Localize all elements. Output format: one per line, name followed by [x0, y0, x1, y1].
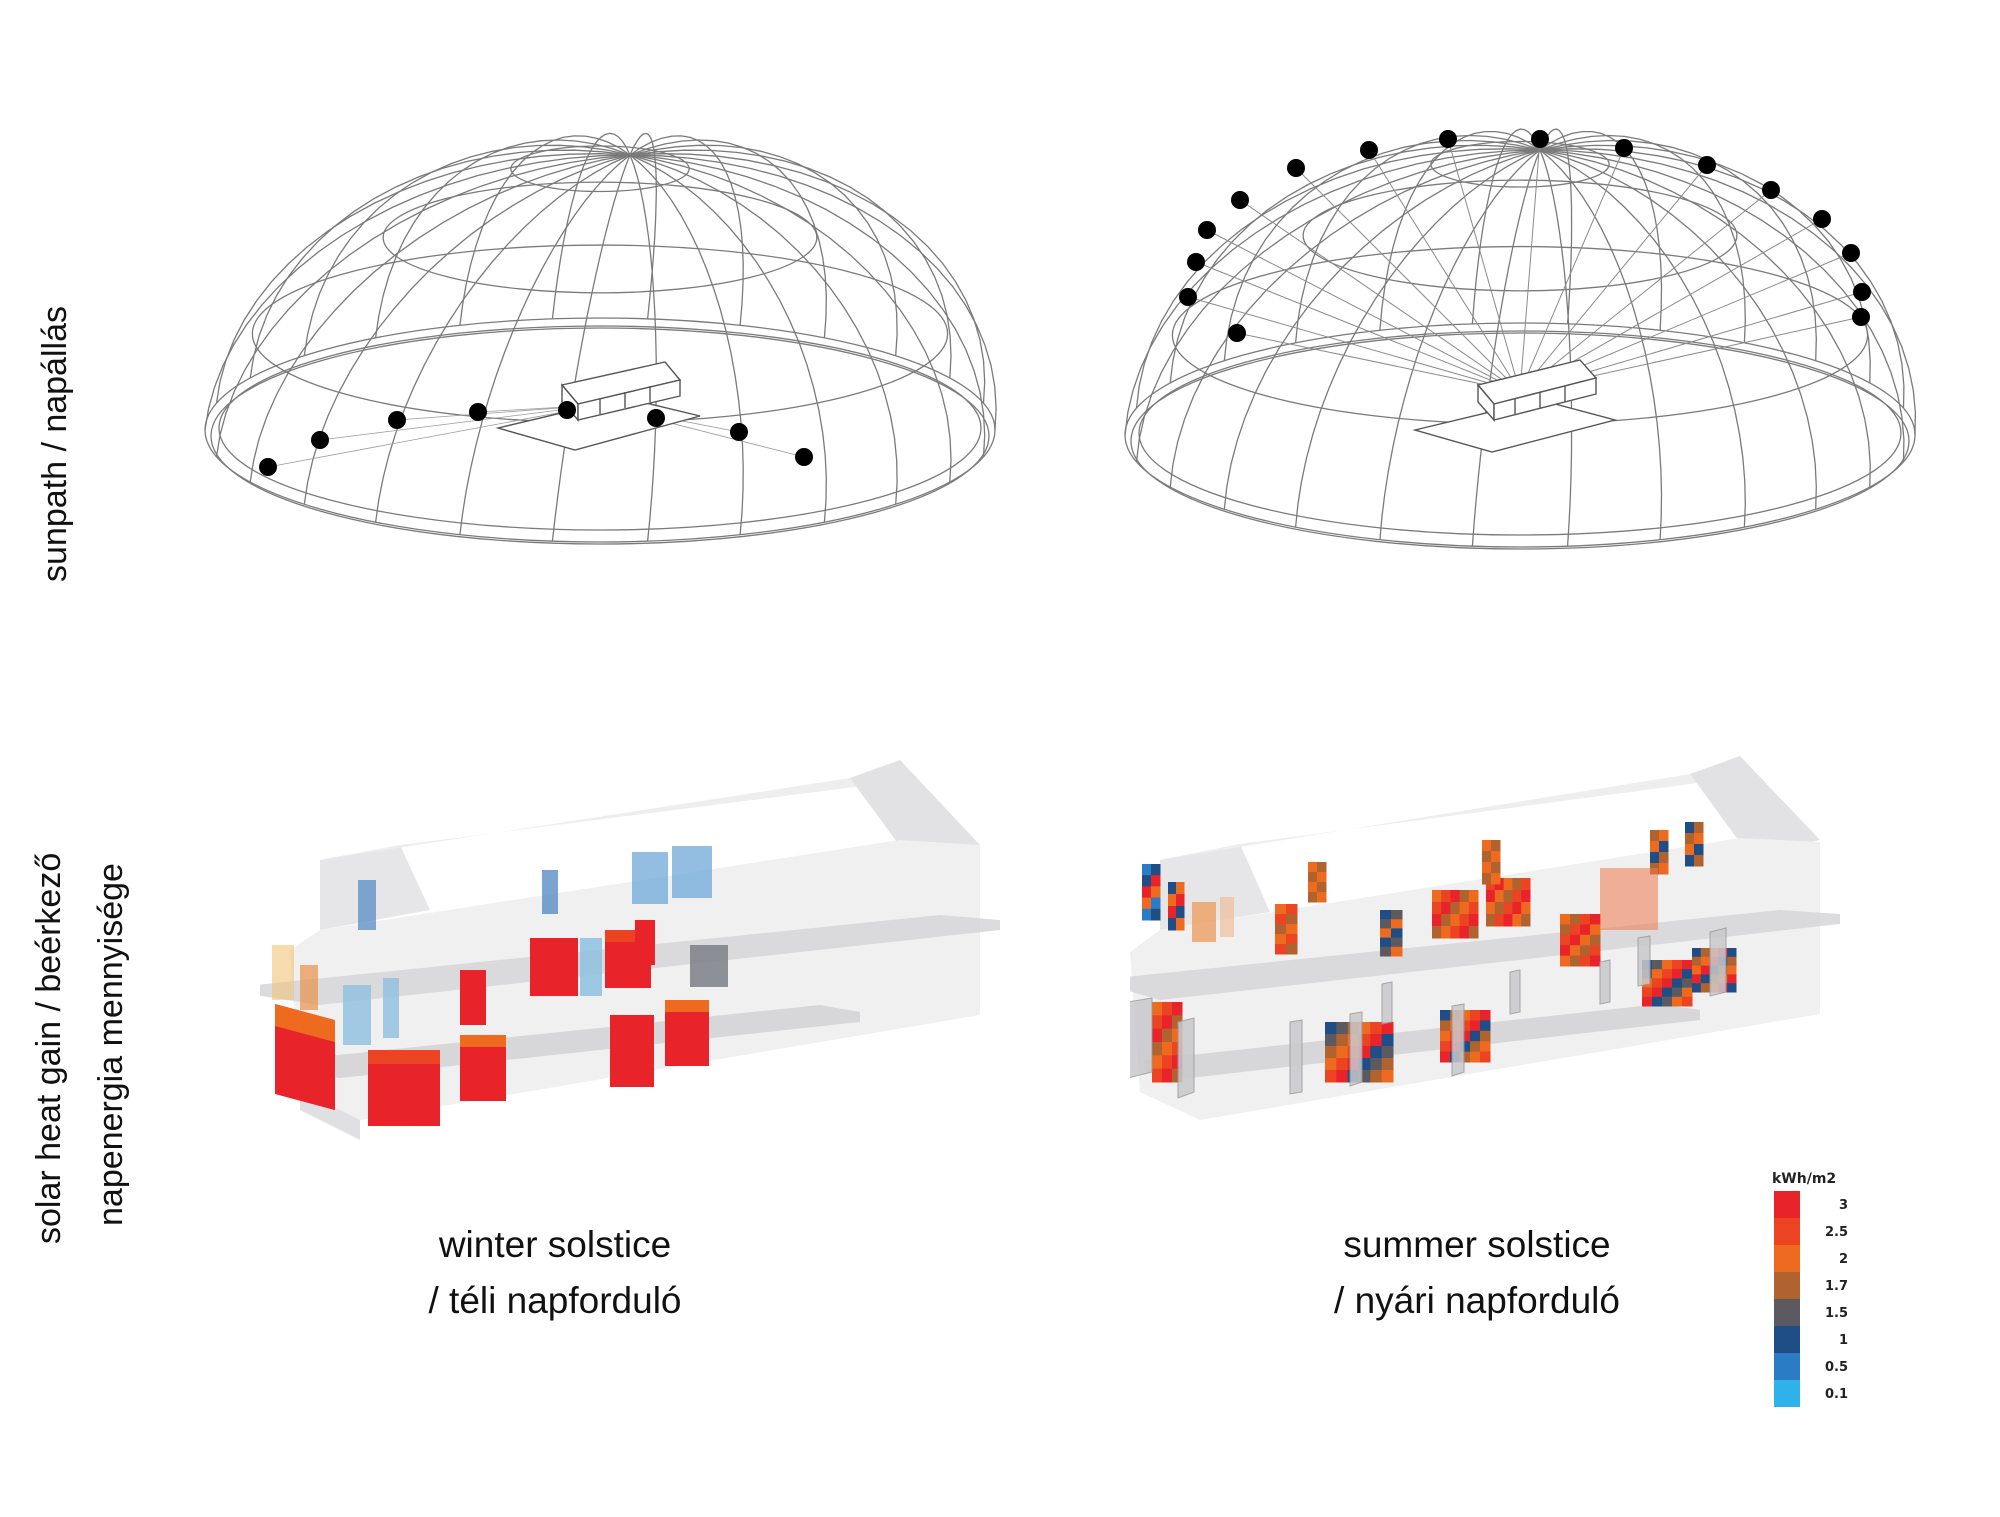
summer-site-model: [1412, 359, 1618, 453]
summer-sun-dot: [1228, 324, 1246, 342]
caption-summer-line2: / nyári napforduló: [1334, 1280, 1620, 1321]
legend-label: 1.5: [1824, 1306, 1848, 1321]
summer-sun-dot: [1813, 210, 1831, 228]
summer-sun-dot: [1439, 130, 1457, 148]
winter-sun-dot: [647, 409, 665, 427]
summer-window-panels: [1142, 822, 1737, 1083]
summer-sun-dot: [1762, 181, 1780, 199]
legend-unit: kWh/m2: [1772, 1171, 1837, 1187]
winter-solar-gain-model: [260, 760, 1000, 1140]
sunpath-diagrams: [204, 128, 1917, 550]
summer-sun-dot: [1615, 139, 1633, 157]
summer-sun-dot: [1531, 130, 1549, 148]
summer-shading-fins: [1130, 927, 1727, 1099]
winter-window-panels: [272, 846, 728, 1126]
row-label-solar-gain-line2: napenergia mennyisége: [92, 863, 130, 1226]
winter-sun-dot: [388, 411, 406, 429]
legend-label: 1.7: [1824, 1279, 1848, 1294]
summer-sun-dot: [1187, 253, 1205, 271]
summer-sun-dot: [1198, 221, 1216, 239]
legend-label: 2.5: [1824, 1225, 1848, 1240]
legend-swatch-2: [1774, 1245, 1800, 1272]
caption-winter-line2: / téli napforduló: [428, 1280, 682, 1321]
summer-solar-gain-model: [1130, 756, 1840, 1120]
summer-sun-dot: [1853, 283, 1871, 301]
summer-sun-dot: [1287, 159, 1305, 177]
summer-sun-dot: [1852, 308, 1870, 326]
winter-sunpath-dome: [204, 132, 997, 545]
winter-sun-dot: [311, 431, 329, 449]
caption-winter-line1: winter solstice: [438, 1224, 672, 1265]
caption-summer-line1: summer solstice: [1343, 1224, 1611, 1265]
summer-building-volume: [1130, 756, 1840, 1120]
winter-sun-dot: [730, 423, 748, 441]
winter-sun-positions: [259, 401, 813, 476]
winter-site-model: [495, 361, 701, 451]
legend-swatch-0-5: [1774, 1353, 1800, 1380]
legend-label: 3: [1838, 1198, 1848, 1213]
summer-sun-dot: [1842, 244, 1860, 262]
winter-sun-dot: [469, 403, 487, 421]
legend-swatch-0-1: [1774, 1380, 1800, 1407]
winter-sun-dot: [795, 448, 813, 466]
caption-winter: winter solstice / téli napforduló: [295, 1217, 815, 1329]
legend-swatch-1-7: [1774, 1272, 1800, 1299]
summer-sun-positions: [1179, 130, 1871, 342]
summer-sun-dot: [1698, 156, 1716, 174]
legend-swatch-1: [1774, 1326, 1800, 1353]
winter-sun-dot: [558, 401, 576, 419]
summer-sun-dot: [1360, 141, 1378, 159]
legend-swatch-3: [1774, 1191, 1800, 1218]
legend-label: 0.5: [1824, 1360, 1848, 1375]
legend-label: 1: [1838, 1333, 1848, 1348]
legend-swatch-2-5: [1774, 1218, 1800, 1245]
legend-label: 0.1: [1824, 1387, 1848, 1402]
row-label-solar-gain-line1: solar heat gain / beérkező: [30, 852, 68, 1244]
legend-label: 2: [1838, 1252, 1848, 1267]
summer-sun-dot: [1231, 191, 1249, 209]
legend-swatch-1-5: [1774, 1299, 1800, 1326]
caption-summer: summer solstice / nyári napforduló: [1217, 1217, 1737, 1329]
winter-sun-dot: [259, 458, 277, 476]
summer-sun-dot: [1179, 288, 1197, 306]
